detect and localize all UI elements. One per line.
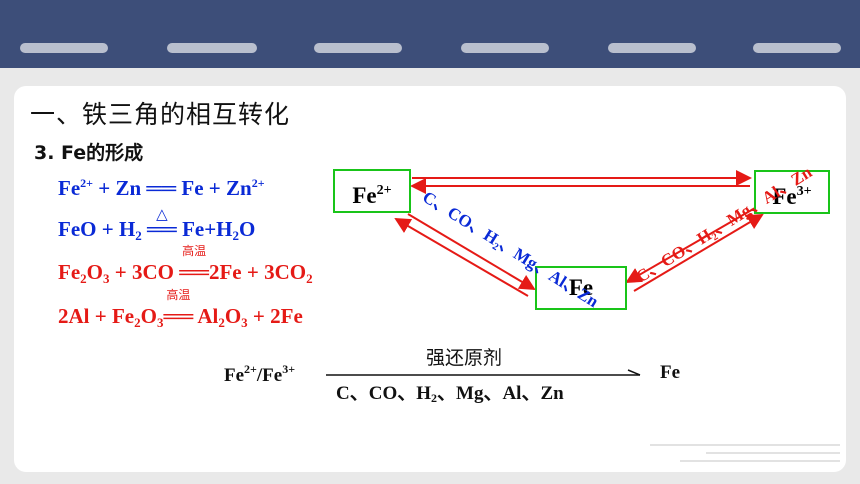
nav-tab-1[interactable]: [20, 43, 108, 53]
equation-1: Fe2+ + Zn ══ Fe + Zn2+: [58, 176, 265, 200]
node-fe2-box: Fe2+: [333, 169, 411, 213]
equation-2: FeO + H2 △══ Fe+H2O: [58, 205, 256, 243]
heat-condition: △: [156, 205, 168, 223]
page-title: 一、铁三角的相互转化: [30, 100, 291, 129]
arrow-fe2-to-fe: [407, 213, 536, 291]
section-subtitle: 3. Fe的形成: [34, 142, 144, 164]
nav-tab-5[interactable]: [608, 43, 696, 53]
summary-condition-above: 强还原剂: [426, 347, 503, 369]
high-temp-condition: 高温: [182, 244, 207, 258]
nav-tab-4[interactable]: [461, 43, 549, 53]
nav-tab-6[interactable]: [753, 43, 841, 53]
content-card: [14, 86, 846, 472]
nav-tab-2[interactable]: [167, 43, 257, 53]
arrow-fe-to-fe2: [394, 217, 529, 297]
arrow-fe3-to-fe: [625, 207, 756, 284]
equation-3: Fe2O3 + 3CO 高温══2Fe + 3CO2: [58, 244, 313, 286]
summary-product: Fe: [660, 362, 681, 383]
high-temp-condition: 高温: [166, 288, 191, 302]
summary-condition-below: C、CO、H2、Mg、Al、Zn: [336, 383, 564, 405]
top-bar: [0, 0, 860, 68]
node-fe-box: Fe: [535, 266, 627, 310]
node-fe3-box: Fe3+: [754, 170, 830, 214]
summary-reactant: Fe2+/Fe3+: [224, 362, 296, 386]
nav-tab-3[interactable]: [314, 43, 402, 53]
arrow-fe-to-fe3: [633, 213, 764, 292]
